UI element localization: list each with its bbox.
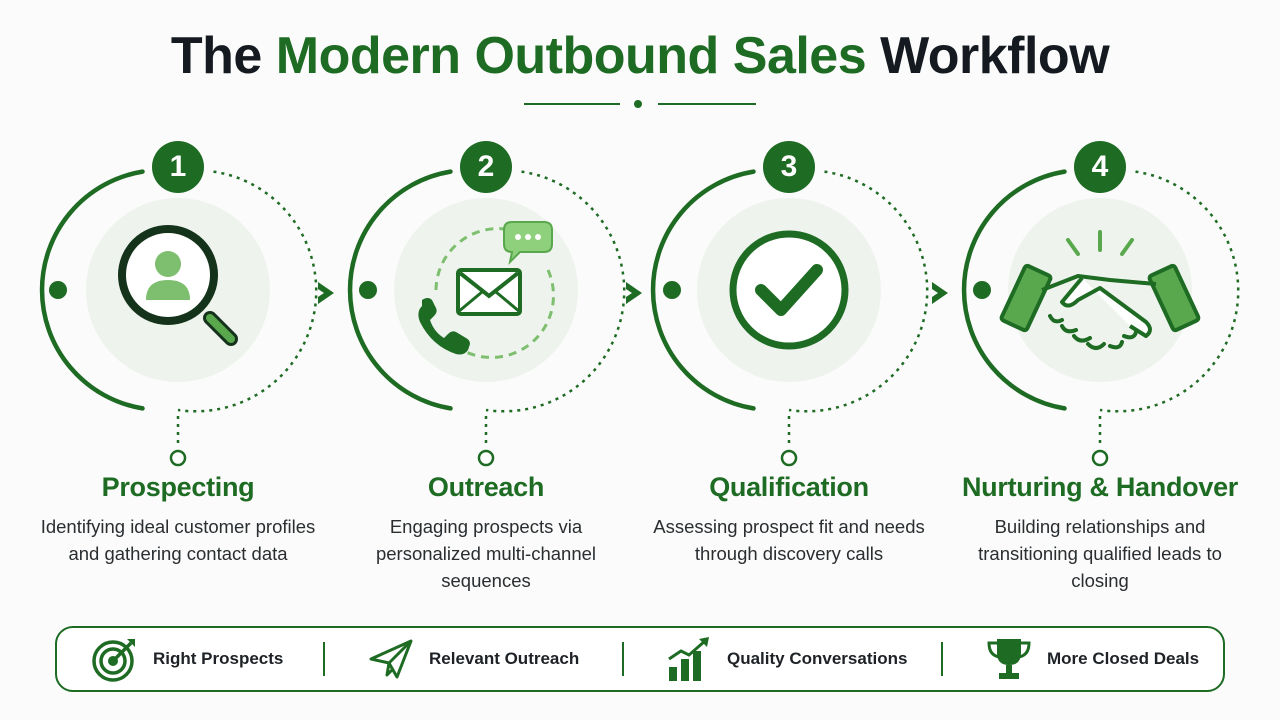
outcome-label: Right Prospects xyxy=(153,649,284,668)
step-qualification: 3 Qualification Assessing prospect fit a… xyxy=(639,140,939,610)
outcome-relevant-outreach: Relevant Outreach xyxy=(367,628,579,690)
step-prospecting: 1 Prospecting Identifying ideal customer… xyxy=(28,140,328,610)
step-ring xyxy=(39,141,318,467)
page-title: The Modern Outbound Sales Workflow xyxy=(0,26,1280,86)
outcome-quality-conversations: Quality Conversations xyxy=(665,628,907,690)
title-part2: Workflow xyxy=(880,27,1110,85)
step-description: Building relationships and transitioning… xyxy=(978,516,1222,591)
step-description: Identifying ideal customer profiles and … xyxy=(40,516,316,564)
divider xyxy=(941,642,943,676)
divider xyxy=(622,642,624,676)
outcome-label: Quality Conversations xyxy=(727,649,908,668)
checkmark-circle-icon xyxy=(729,230,849,350)
chevron-right-icon xyxy=(932,282,948,304)
chevron-right-icon xyxy=(318,282,334,304)
trophy-icon xyxy=(987,639,1031,679)
step-ring xyxy=(347,141,626,467)
title-accent: Modern Outbound Sales xyxy=(275,27,867,85)
chevron-right-icon xyxy=(626,282,642,304)
divider xyxy=(323,642,325,676)
step-description: Assessing prospect fit and needs through… xyxy=(653,516,925,564)
magnifier-person-icon xyxy=(118,225,238,346)
step-title: Nurturing & Handover xyxy=(961,472,1238,502)
step-number: 2 xyxy=(477,150,495,183)
step-number: 4 xyxy=(1091,150,1109,183)
outcome-label: Relevant Outreach xyxy=(429,649,580,668)
title-part1: The xyxy=(170,27,262,85)
step-title: Outreach xyxy=(427,472,545,502)
step-description: Engaging prospects via personalized mult… xyxy=(375,516,597,591)
outcome-more-closed-deals: More Closed Deals xyxy=(985,628,1199,690)
step-number: 3 xyxy=(780,150,798,183)
paper-plane-icon xyxy=(369,639,413,679)
outcome-label: More Closed Deals xyxy=(1047,649,1200,668)
handshake-icon xyxy=(999,230,1201,350)
step-number: 1 xyxy=(169,150,187,183)
bar-chart-growth-icon xyxy=(668,637,709,681)
outcome-right-prospects: Right Prospects xyxy=(91,628,283,690)
step-nurturing-handover: 4 Nurturing & Handover Building relation… xyxy=(950,140,1250,610)
outcomes-bar: Right Prospects Relevant Outreach Qualit… xyxy=(55,626,1225,692)
phone-mail-chat-icon xyxy=(418,221,555,359)
step-title: Qualification xyxy=(709,472,869,502)
target-icon xyxy=(92,639,135,682)
step-ring xyxy=(961,141,1240,467)
step-title: Prospecting xyxy=(101,472,255,502)
step-outreach: 2 Outreach Engaging prospects via person… xyxy=(336,140,636,610)
title-divider xyxy=(524,100,756,108)
step-ring xyxy=(650,141,929,467)
